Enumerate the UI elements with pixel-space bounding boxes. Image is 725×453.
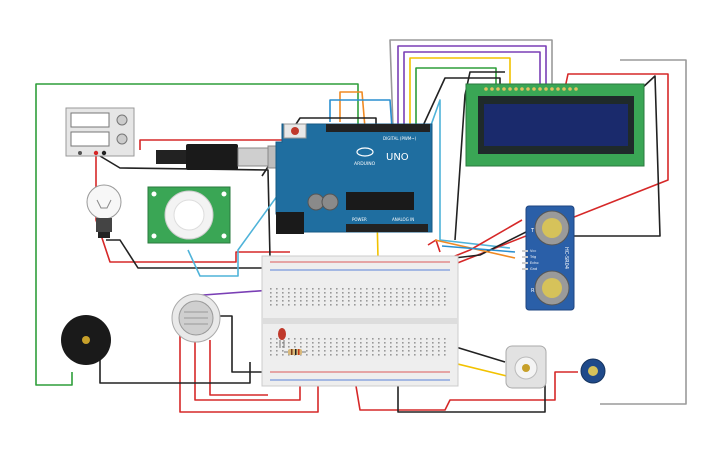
ultrasonic-model: HC-SR04 [563, 247, 569, 269]
power-supply [65, 107, 135, 157]
ultrasonic-side-label-t: T [530, 228, 535, 234]
ps-terminal-red [93, 150, 99, 156]
wire-gray-2 [600, 59, 687, 405]
wire-blue-ultra [441, 245, 516, 253]
wire-black-gas [218, 315, 268, 373]
breadboard-holes [270, 288, 446, 356]
wire-yellow-1 [409, 57, 511, 128]
wire-blue-top [329, 99, 393, 129]
lcd-pins [484, 87, 578, 91]
wire-purple-1 [397, 45, 547, 128]
arduino-brand: UNO [386, 152, 409, 163]
ultrasonic-pin-label: Echo [530, 261, 539, 265]
pir-sensor [147, 186, 231, 244]
breadboard [261, 255, 459, 387]
wire-black-bulb [106, 239, 290, 269]
lcd-16x2 [465, 83, 645, 167]
ps-terminal-black [101, 150, 107, 156]
dc-motor [505, 345, 547, 389]
wire-black-lcd-1 [421, 77, 501, 129]
wire-purple-2 [403, 51, 541, 128]
arduino-digital-label: DIGITAL (PWM~) [383, 136, 417, 141]
potentiometer [580, 358, 606, 384]
wire-black-buzzer [99, 355, 251, 384]
ultrasonic-pin-label: Vcc [530, 249, 536, 253]
wire-gray-1 [389, 39, 553, 129]
wire-orange-top [339, 91, 366, 129]
wire-cyan-1 [429, 99, 511, 249]
wire-black-bottom [397, 380, 546, 413]
arduino-analog-label: ANALOG IN [392, 217, 414, 222]
arduino-logo-text: ARDUINO [354, 161, 376, 167]
wire-red-right [427, 239, 441, 253]
arduino-power-label: POWER [352, 217, 367, 222]
wire-red-bottom-2 [194, 340, 301, 401]
wire-red-pot [354, 371, 578, 411]
light-bulb [86, 184, 122, 238]
gas-sensor [171, 293, 221, 343]
arduino-uno: ARDUINO UNO DIGITAL (PWM~) POWER ANALOG … [275, 123, 433, 234]
ultrasonic-side-label-r: R [531, 288, 535, 294]
ultrasonic-pin-label: Trig [529, 255, 536, 259]
resistor [284, 349, 306, 355]
buzzer [61, 315, 111, 365]
wire-black-lcd-3 [540, 75, 661, 237]
wire-red-bottom-3 [209, 340, 268, 396]
led [278, 328, 286, 348]
ultrasonic-pin-label: Gnd [530, 267, 537, 271]
